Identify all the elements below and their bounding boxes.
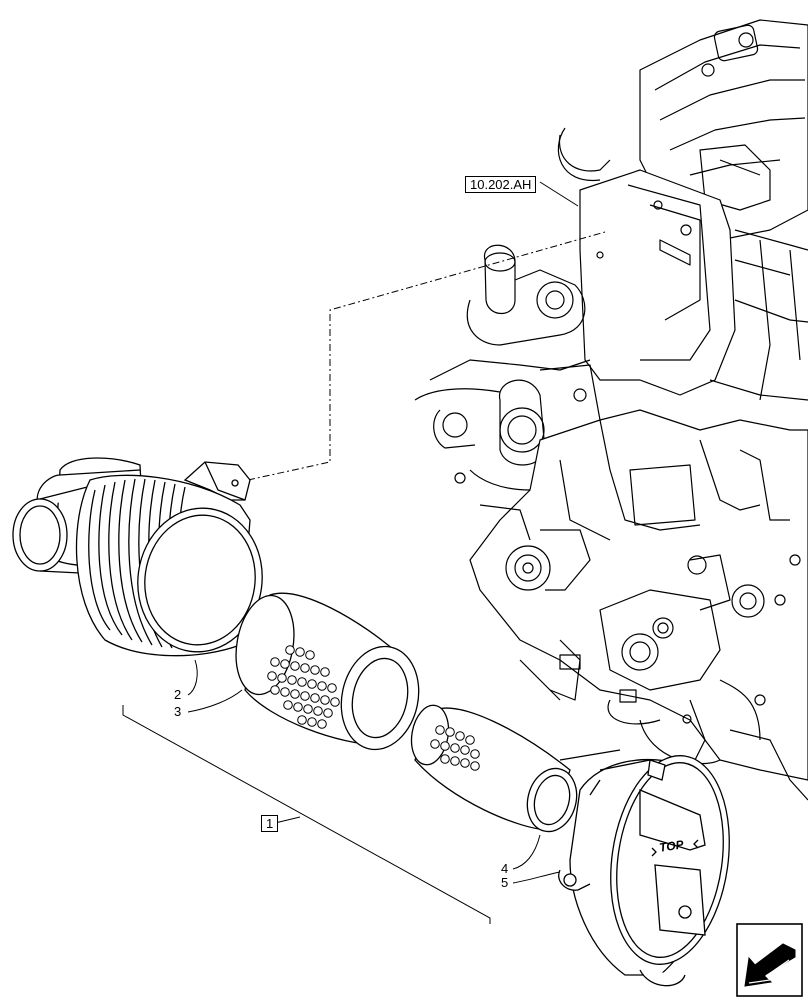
primary-filter-element (235, 592, 420, 751)
callout-5[interactable]: 5 (501, 875, 509, 890)
engine-connector-line (247, 181, 606, 481)
reference-callout-10-202-ah[interactable]: 10.202.AH (465, 176, 537, 193)
engine-drawing (414, 19, 808, 801)
air-cleaner-cover: TOP (558, 755, 730, 987)
arrow-nav-icon[interactable] (736, 923, 803, 997)
callout-4[interactable]: 4 (501, 861, 509, 876)
air-cleaner-housing (12, 457, 263, 657)
callout-2[interactable]: 2 (174, 687, 182, 702)
callout-3[interactable]: 3 (174, 704, 182, 719)
cover-top-marking: TOP (658, 837, 685, 854)
callout-leader-lines (122, 659, 561, 924)
safety-filter-element (410, 704, 578, 833)
callout-1[interactable]: 1 (261, 815, 279, 832)
